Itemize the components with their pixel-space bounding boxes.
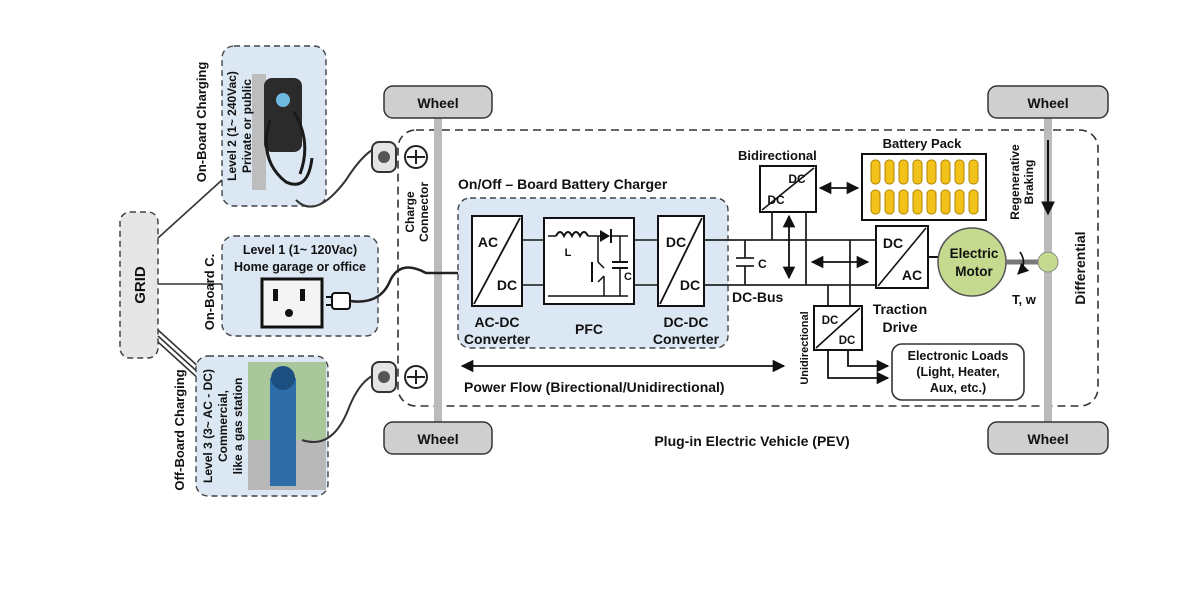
dc-bus-capacitor-label: C — [758, 257, 767, 271]
loads-arrow-1 — [827, 350, 890, 385]
traction-label2: Drive — [882, 319, 917, 335]
svg-text:DC: DC — [822, 315, 839, 327]
level2-charger-unit — [264, 78, 302, 152]
charger-title: On/Off – Board Battery Charger — [458, 176, 668, 192]
dc-fast-charger — [270, 378, 296, 486]
bidirectional-label: Bidirectional — [738, 148, 817, 163]
level3-station-panel — [195, 355, 329, 497]
torque-arrow — [1017, 251, 1030, 275]
svg-text:AC: AC — [902, 267, 922, 283]
svg-text:Wheel: Wheel — [417, 95, 458, 111]
svg-text:Motor: Motor — [955, 264, 993, 279]
pev-label: Plug-in Electric Vehicle (PEV) — [654, 433, 849, 449]
dcdc-converter: DC DC — [657, 215, 705, 307]
svg-text:L: L — [565, 247, 572, 259]
bidirectional-converter: DC DC — [759, 165, 817, 213]
wheel-top-left: Wheel — [383, 85, 493, 119]
charge-connector-top-icon — [404, 145, 428, 169]
svg-text:Level 1 (1~ 120Vac): Level 1 (1~ 120Vac) — [243, 243, 357, 257]
differential-hub — [1037, 251, 1059, 273]
regen-line1: Regenerative — [1008, 144, 1022, 220]
level3-line1: Level 3 (3~ AC - DC) — [201, 369, 215, 483]
power-flow-label: Power Flow (Birectional/Unidirectional) — [464, 379, 725, 395]
svg-text:DC: DC — [497, 277, 517, 293]
wheel-bottom-left: Wheel — [383, 421, 493, 455]
svg-text:DC: DC — [883, 235, 903, 251]
svg-text:AC: AC — [478, 234, 498, 250]
charge-connector-line2: Connector — [417, 182, 431, 242]
on-board-charging-title: On-Board Charging — [194, 62, 209, 183]
svg-text:Wheel: Wheel — [417, 431, 458, 447]
acdc-converter: AC DC — [471, 215, 523, 307]
dc-bus-lines — [704, 212, 876, 306]
electric-motor: Electric Motor — [937, 227, 1007, 297]
svg-text:Electronic Loads: Electronic Loads — [908, 349, 1009, 363]
pfc-label: PFC — [575, 321, 603, 337]
svg-text:DC: DC — [839, 335, 856, 347]
differential-label: Differential — [1072, 231, 1088, 304]
traction-drive: DC AC — [875, 225, 929, 289]
charge-connector-bottom-icon — [404, 365, 428, 389]
svg-text:Wheel: Wheel — [1027, 431, 1068, 447]
charge-plug-bottom — [301, 361, 397, 443]
svg-text:Wheel: Wheel — [1027, 95, 1068, 111]
traction-label1: Traction — [873, 301, 927, 317]
acdc-label1: AC-DC — [474, 314, 519, 330]
regen-line2: Braking — [1022, 160, 1036, 205]
level3-line3: like a gas station — [231, 378, 245, 475]
unidirectional-converter: DC DC — [813, 305, 863, 351]
on-board-c-title: On-Board C. — [202, 254, 217, 331]
wheel-bottom-right: Wheel — [987, 421, 1109, 455]
wheel-top-right: Wheel — [987, 85, 1109, 119]
level1-cord — [349, 266, 466, 303]
charge-plug-top — [295, 141, 397, 208]
level3-line2: Commercial, — [216, 390, 230, 462]
wall-plug — [331, 292, 351, 310]
svg-text:Home garage or office: Home garage or office — [234, 260, 366, 274]
level2-line1: Level 2 (1~ 240Vac) — [225, 71, 239, 181]
dcdc-label1: DC-DC — [663, 314, 708, 330]
battery-pack — [861, 153, 987, 221]
svg-text:Electric: Electric — [950, 246, 999, 261]
dcdc-label2: Converter — [653, 331, 720, 347]
charge-connector-line1: Charge — [403, 191, 417, 233]
grid-box: GRID — [119, 211, 159, 359]
svg-text:DC: DC — [666, 234, 686, 250]
svg-text:(Light, Heater,: (Light, Heater, — [916, 365, 999, 379]
svg-text:C: C — [624, 271, 632, 283]
level1-outlet-panel: Level 1 (1~ 120Vac) Home garage or offic… — [221, 235, 379, 337]
svg-text:Aux, etc.): Aux, etc.) — [930, 381, 986, 395]
dc-bus-label: DC-Bus — [732, 289, 784, 305]
svg-text:DC: DC — [767, 193, 785, 207]
torque-label: T, w — [1012, 292, 1037, 307]
acdc-label2: Converter — [464, 331, 531, 347]
wall-outlet — [260, 277, 324, 329]
level2-line2: Private or public — [240, 79, 254, 173]
battery-pack-label: Battery Pack — [883, 136, 963, 151]
svg-text:GRID: GRID — [132, 266, 149, 304]
unidirectional-label: Unidirectional — [799, 311, 811, 384]
pfc-stage: L C — [543, 217, 635, 305]
electronic-loads: Electronic Loads (Light, Heater, Aux, et… — [891, 343, 1025, 401]
loads-arrow-2 — [847, 350, 890, 373]
off-board-charging-title: Off-Board Charging — [172, 369, 187, 490]
svg-text:DC: DC — [680, 277, 700, 293]
level2-pole — [252, 74, 266, 190]
charger-wires — [521, 239, 658, 286]
level2-station-panel — [221, 45, 327, 207]
svg-text:DC: DC — [788, 172, 806, 186]
pev-body — [397, 129, 1099, 407]
